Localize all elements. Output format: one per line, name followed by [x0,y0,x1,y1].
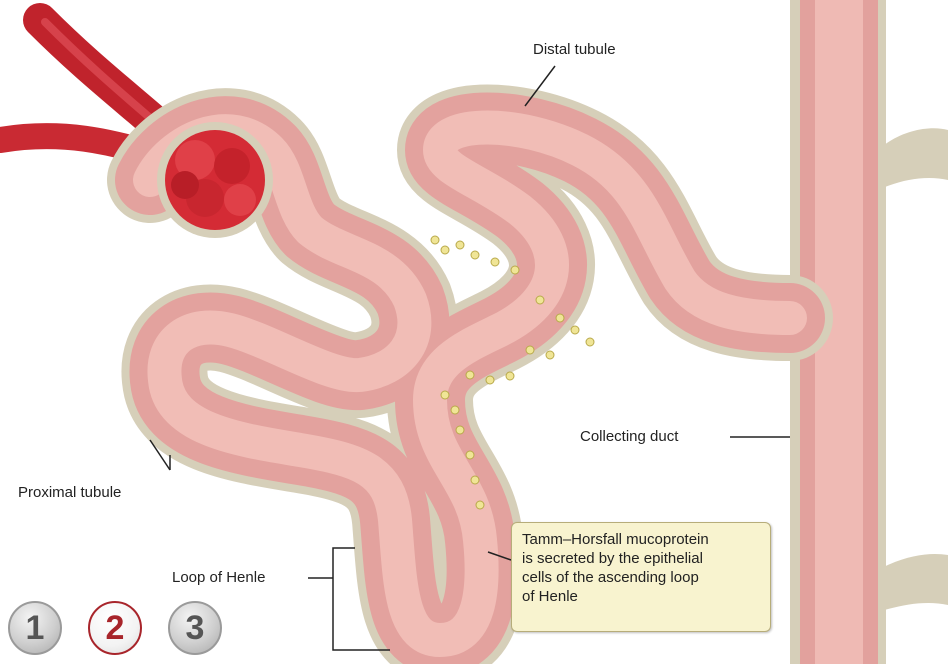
step-2-button[interactable]: 2 [88,601,142,655]
label-collecting-duct: Collecting duct [580,428,678,445]
label-distal-tubule: Distal tubule [533,41,616,58]
label-loop-of-henle: Loop of Henle [172,569,265,586]
step-1-button[interactable]: 1 [8,601,62,655]
step-3-button[interactable]: 3 [168,601,222,655]
label-proximal-tubule: Proximal tubule [18,484,121,501]
callout-tamm-horsfall: Tamm–Horsfall mucoprotein is secreted by… [511,522,771,632]
glomerulus [157,122,273,238]
